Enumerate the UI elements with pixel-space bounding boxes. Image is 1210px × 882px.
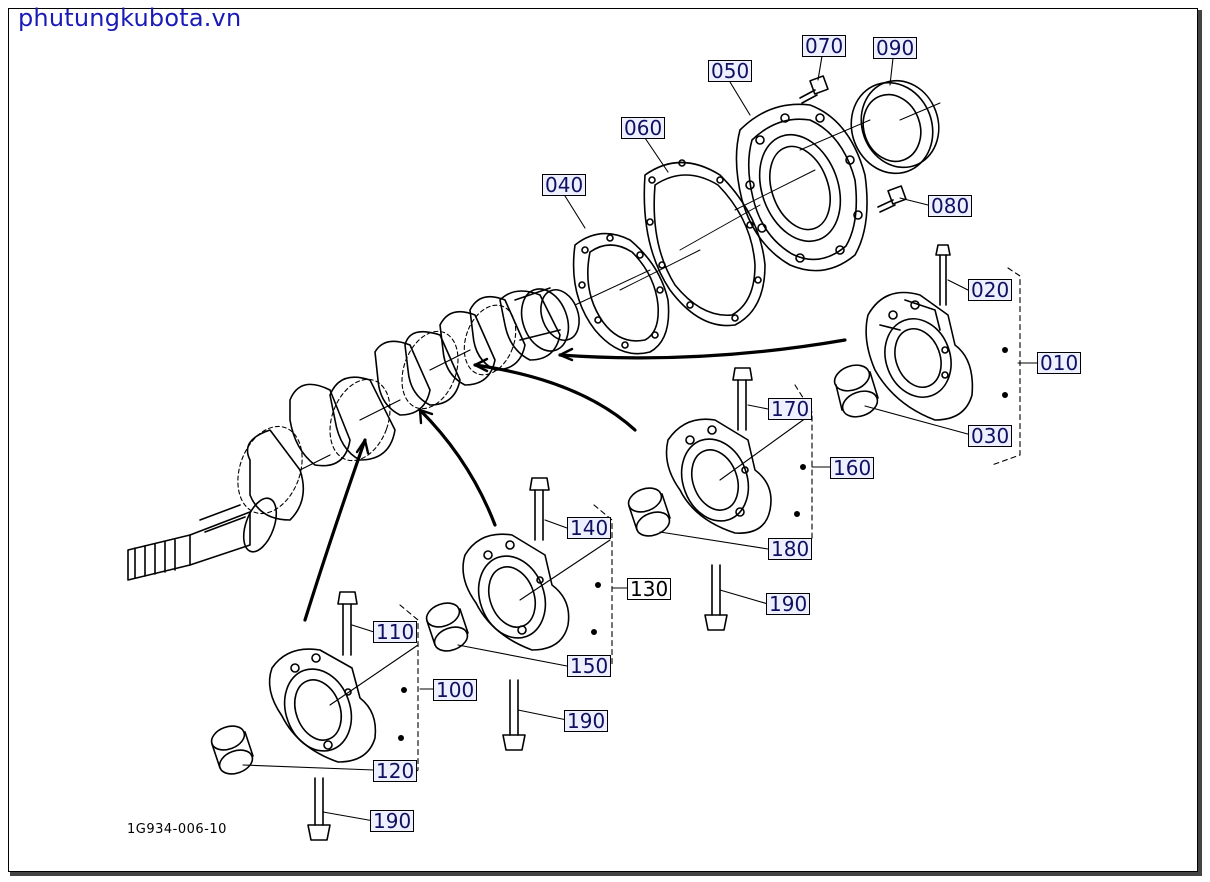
frame-shadow-bottom — [10, 872, 1202, 876]
bearing-case-100 — [268, 648, 377, 763]
group-dots — [398, 347, 1008, 741]
callout-190-right[interactable]: 190 — [766, 593, 811, 615]
callout-070[interactable]: 070 — [802, 35, 847, 57]
oil-seal-090 — [850, 79, 941, 175]
diagram-code: 1G934-006-10 — [127, 822, 227, 837]
bolt-170 — [732, 367, 753, 431]
bearing-case-160 — [665, 418, 772, 534]
bolt-190-left — [307, 777, 331, 841]
bolt-020 — [935, 244, 951, 306]
callout-130[interactable]: 130 — [627, 578, 672, 600]
callout-030[interactable]: 030 — [968, 425, 1013, 447]
bearing-150 — [425, 602, 469, 652]
bearing-case-010 — [865, 291, 974, 421]
gasket-060 — [619, 159, 766, 327]
callout-170[interactable]: 170 — [768, 398, 813, 420]
callout-040[interactable]: 040 — [542, 174, 587, 196]
bearing-030 — [833, 364, 879, 418]
bearing-120 — [210, 725, 254, 775]
bolt-110 — [337, 591, 358, 656]
assembly-arrows — [303, 338, 847, 622]
callout-150[interactable]: 150 — [567, 655, 612, 677]
leader-lines — [242, 55, 1041, 822]
bolt-190-middle — [502, 679, 526, 751]
callout-120[interactable]: 120 — [373, 760, 418, 782]
callout-140[interactable]: 140 — [567, 517, 612, 539]
screw-080 — [877, 185, 907, 213]
callout-020[interactable]: 020 — [968, 279, 1013, 301]
screw-070 — [799, 75, 829, 104]
callout-080[interactable]: 080 — [928, 195, 973, 217]
callout-090[interactable]: 090 — [873, 37, 918, 59]
callout-160[interactable]: 160 — [830, 457, 875, 479]
callout-190-left[interactable]: 190 — [370, 810, 415, 832]
crankshaft — [127, 287, 580, 581]
seal-retainer-050 — [734, 103, 871, 272]
gasket-040 — [572, 232, 670, 355]
site-watermark: phutungkubota.vn — [18, 4, 242, 32]
callout-010[interactable]: 010 — [1037, 352, 1082, 374]
callout-180[interactable]: 180 — [768, 538, 813, 560]
frame-shadow-right — [1198, 10, 1202, 874]
bearing-180 — [627, 487, 671, 537]
callout-110[interactable]: 110 — [373, 621, 418, 643]
callout-060[interactable]: 060 — [621, 117, 666, 139]
callout-190-middle[interactable]: 190 — [564, 710, 609, 732]
bolt-140 — [529, 477, 550, 541]
bearing-case-130 — [462, 533, 570, 651]
bolt-190-right — [704, 564, 728, 631]
callout-050[interactable]: 050 — [708, 60, 753, 82]
callout-100[interactable]: 100 — [433, 679, 478, 701]
